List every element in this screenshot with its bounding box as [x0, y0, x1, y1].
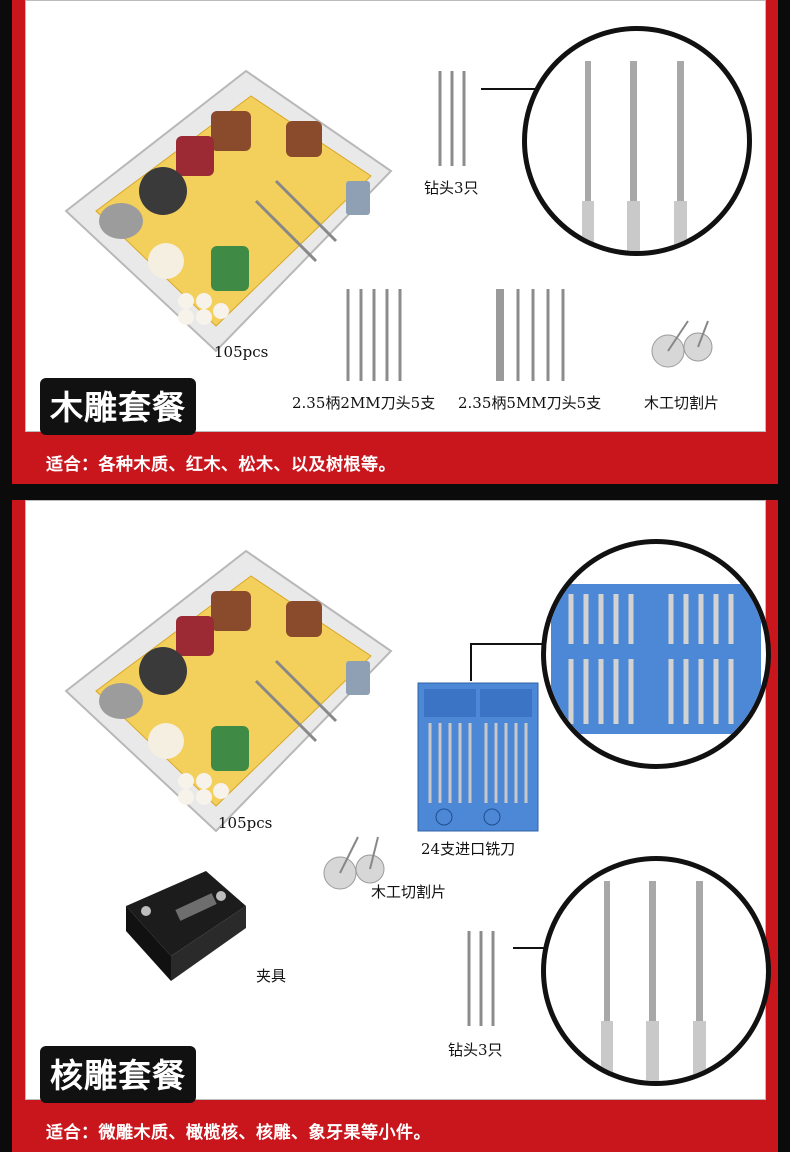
drill-bit-icon [438, 71, 466, 166]
connector-line [481, 88, 546, 90]
cutter-5mm-label: 2.35柄5MM刀头5支 [458, 394, 602, 412]
kit-tray-image [64, 69, 393, 353]
cutter-2mm-label: 2.35柄2MM刀头5支 [292, 394, 436, 412]
mill-zoom-icon [551, 584, 761, 734]
saw-disc-icon [651, 320, 713, 368]
suitable-bar: 适合：各种木质、红木、松木、以及树根等。 [12, 442, 778, 484]
mill-box-icon [417, 682, 539, 832]
kit-tray-image [64, 549, 393, 833]
kit-count-label: 105pcs [214, 343, 269, 361]
saw-label: 木工切割片 [371, 883, 447, 901]
drill-bit-zoom-icon [582, 61, 687, 251]
suitable-bar: 适合：微雕木质、橄榄核、核雕、象牙果等小件。 [12, 1110, 778, 1152]
suitable-text: 适合：微雕木质、橄榄核、核雕、象牙果等小件。 [46, 1123, 431, 1143]
mill-label: 24支进口铣刀 [421, 840, 516, 858]
drill-zoom-circle [541, 856, 771, 1086]
drill-label: 钻头3只 [424, 179, 479, 197]
drill-bit-zoom-icon [601, 881, 706, 1081]
cutter-5mm-icon [496, 289, 565, 381]
suitable-text: 适合：各种木质、红木、松木、以及树根等。 [46, 455, 396, 475]
package-badge: 木雕套餐 [40, 378, 196, 435]
saw-label: 木工切割片 [644, 394, 720, 412]
package-badge: 核雕套餐 [40, 1046, 196, 1103]
saw-disc-icon [323, 836, 385, 890]
cutter-2mm-icon [346, 289, 402, 381]
wood-panel-content: 105pcs 钻头3只 2.35柄2MM刀头5支 [25, 0, 766, 435]
kit-count-label: 105pcs [218, 814, 273, 832]
drill-zoom-circle [522, 26, 752, 256]
wood-carving-panel: 105pcs 钻头3只 2.35柄2MM刀头5支 [12, 0, 778, 484]
mill-zoom-circle [541, 539, 771, 769]
connector-line [513, 947, 565, 949]
nut-panel-content: 105pcs 24支进口铣刀 [25, 500, 771, 1103]
drill-bit-icon [467, 931, 495, 1026]
clamp-label: 夹具 [256, 967, 287, 985]
connector-line [470, 643, 560, 645]
connector-line [470, 643, 472, 681]
nut-carving-panel: 105pcs 24支进口铣刀 [12, 500, 778, 1152]
clamp-icon [126, 871, 246, 981]
drill-label: 钻头3只 [448, 1041, 503, 1059]
